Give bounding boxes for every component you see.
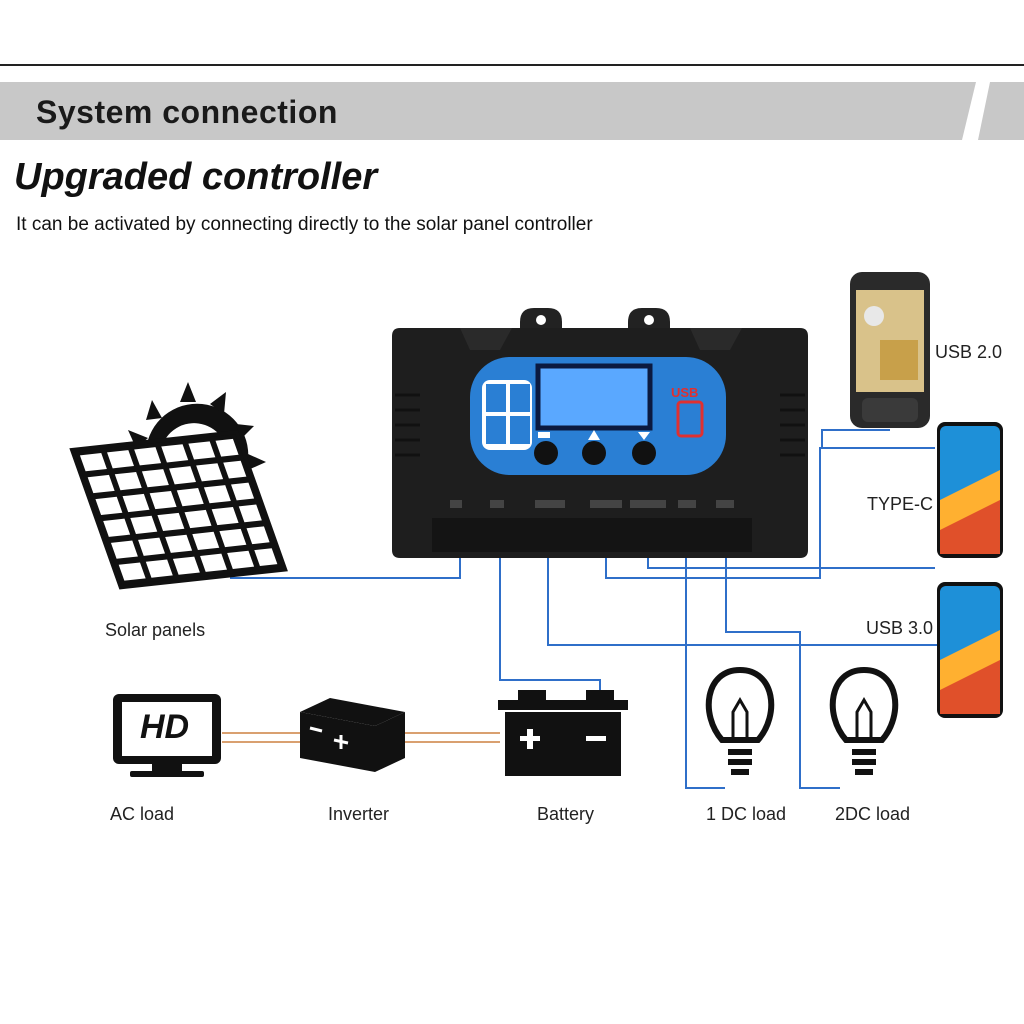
wire-usb3 — [547, 526, 940, 646]
label-usb2: USB 2.0 — [935, 342, 1003, 362]
label-usb3: USB 3.0 — [866, 618, 934, 638]
page-subtitle: It can be activated by connecting direct… — [16, 214, 593, 235]
tv-icon — [113, 694, 221, 777]
label-typec: TYPE-C — [867, 494, 934, 514]
page-title: Upgraded controller — [14, 156, 378, 198]
wire-dc2 — [725, 526, 840, 789]
bulb-dc2-icon — [829, 666, 899, 775]
label-inverter: Inverter — [328, 804, 390, 824]
label-dc1-load: 1 DC load — [706, 804, 787, 824]
label-dc2-load: 2DC load — [835, 804, 911, 824]
phone-typec-icon — [937, 422, 1003, 558]
wire-typec — [605, 447, 935, 579]
sun-icon — [128, 382, 266, 470]
tv-hd-text: HD — [140, 708, 190, 746]
top-divider — [0, 64, 1024, 66]
wire-usb2 — [821, 429, 890, 448]
inverter-icon — [300, 698, 405, 772]
phone-usb3-icon — [937, 582, 1003, 718]
wire-dc1 — [685, 526, 725, 789]
label-solar-panels: Solar panels — [105, 620, 206, 640]
bulb-dc1-icon — [705, 666, 775, 775]
phone-usb2-icon — [850, 272, 930, 428]
solar-panel-icon — [69, 430, 288, 590]
label-battery: Battery — [537, 804, 595, 824]
ac-wires — [222, 732, 500, 743]
wires — [230, 429, 940, 789]
controller-unit — [392, 308, 808, 558]
section-banner — [0, 82, 1024, 140]
battery-icon — [498, 690, 628, 776]
controller-usb-label: USB — [671, 385, 699, 400]
label-ac-load: AC load — [110, 804, 175, 824]
banner-title: System connection — [36, 94, 338, 130]
wire-battery — [499, 526, 601, 696]
